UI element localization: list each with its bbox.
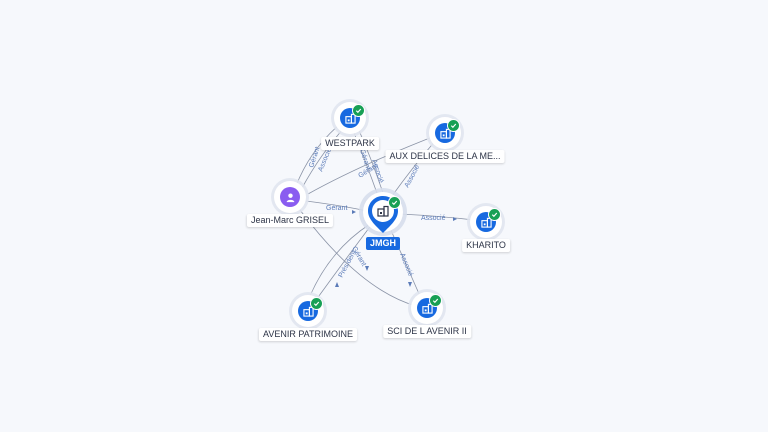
edge-arrow — [408, 282, 412, 287]
node-label: SCI DE L AVENIR II — [383, 325, 471, 338]
node-label: JMGH — [365, 237, 401, 250]
node-label: Jean-Marc GRISEL — [246, 214, 334, 227]
edge-jm-aux — [307, 133, 441, 195]
edge-aux-center — [391, 139, 437, 197]
verified-check-icon — [310, 297, 323, 310]
edge-jm-westpark — [295, 123, 341, 187]
building-icon — [375, 203, 391, 219]
node-label: AVENIR PATRIMOINE — [258, 328, 358, 341]
person-icon — [280, 187, 300, 207]
verified-check-icon — [447, 119, 460, 132]
edge-jm-sci — [299, 209, 417, 307]
edge-label: Associé — [421, 215, 446, 222]
edge-label: Gérant — [326, 205, 347, 212]
edge-center-sci — [389, 227, 421, 297]
node-label: AUX DELICES DE LA ME... — [385, 150, 505, 163]
verified-check-icon — [429, 294, 442, 307]
edge-arrow — [365, 266, 369, 271]
edge-arrow — [453, 217, 457, 221]
edge-jm-westpark — [301, 127, 345, 189]
verified-check-icon — [388, 196, 401, 209]
edge-arrow — [352, 210, 356, 214]
edge-center-avenir — [309, 223, 371, 297]
edge-label: Associé — [398, 252, 414, 277]
verified-check-icon — [352, 104, 365, 117]
edge-westpark-center — [351, 127, 379, 197]
verified-check-icon — [488, 208, 501, 221]
edge-arrow — [335, 282, 339, 287]
edge-center-kharito — [399, 213, 475, 221]
node-label: KHARITO — [462, 239, 510, 252]
node-label: WESTPARK — [321, 137, 379, 150]
edge-westpark-center — [357, 127, 385, 197]
